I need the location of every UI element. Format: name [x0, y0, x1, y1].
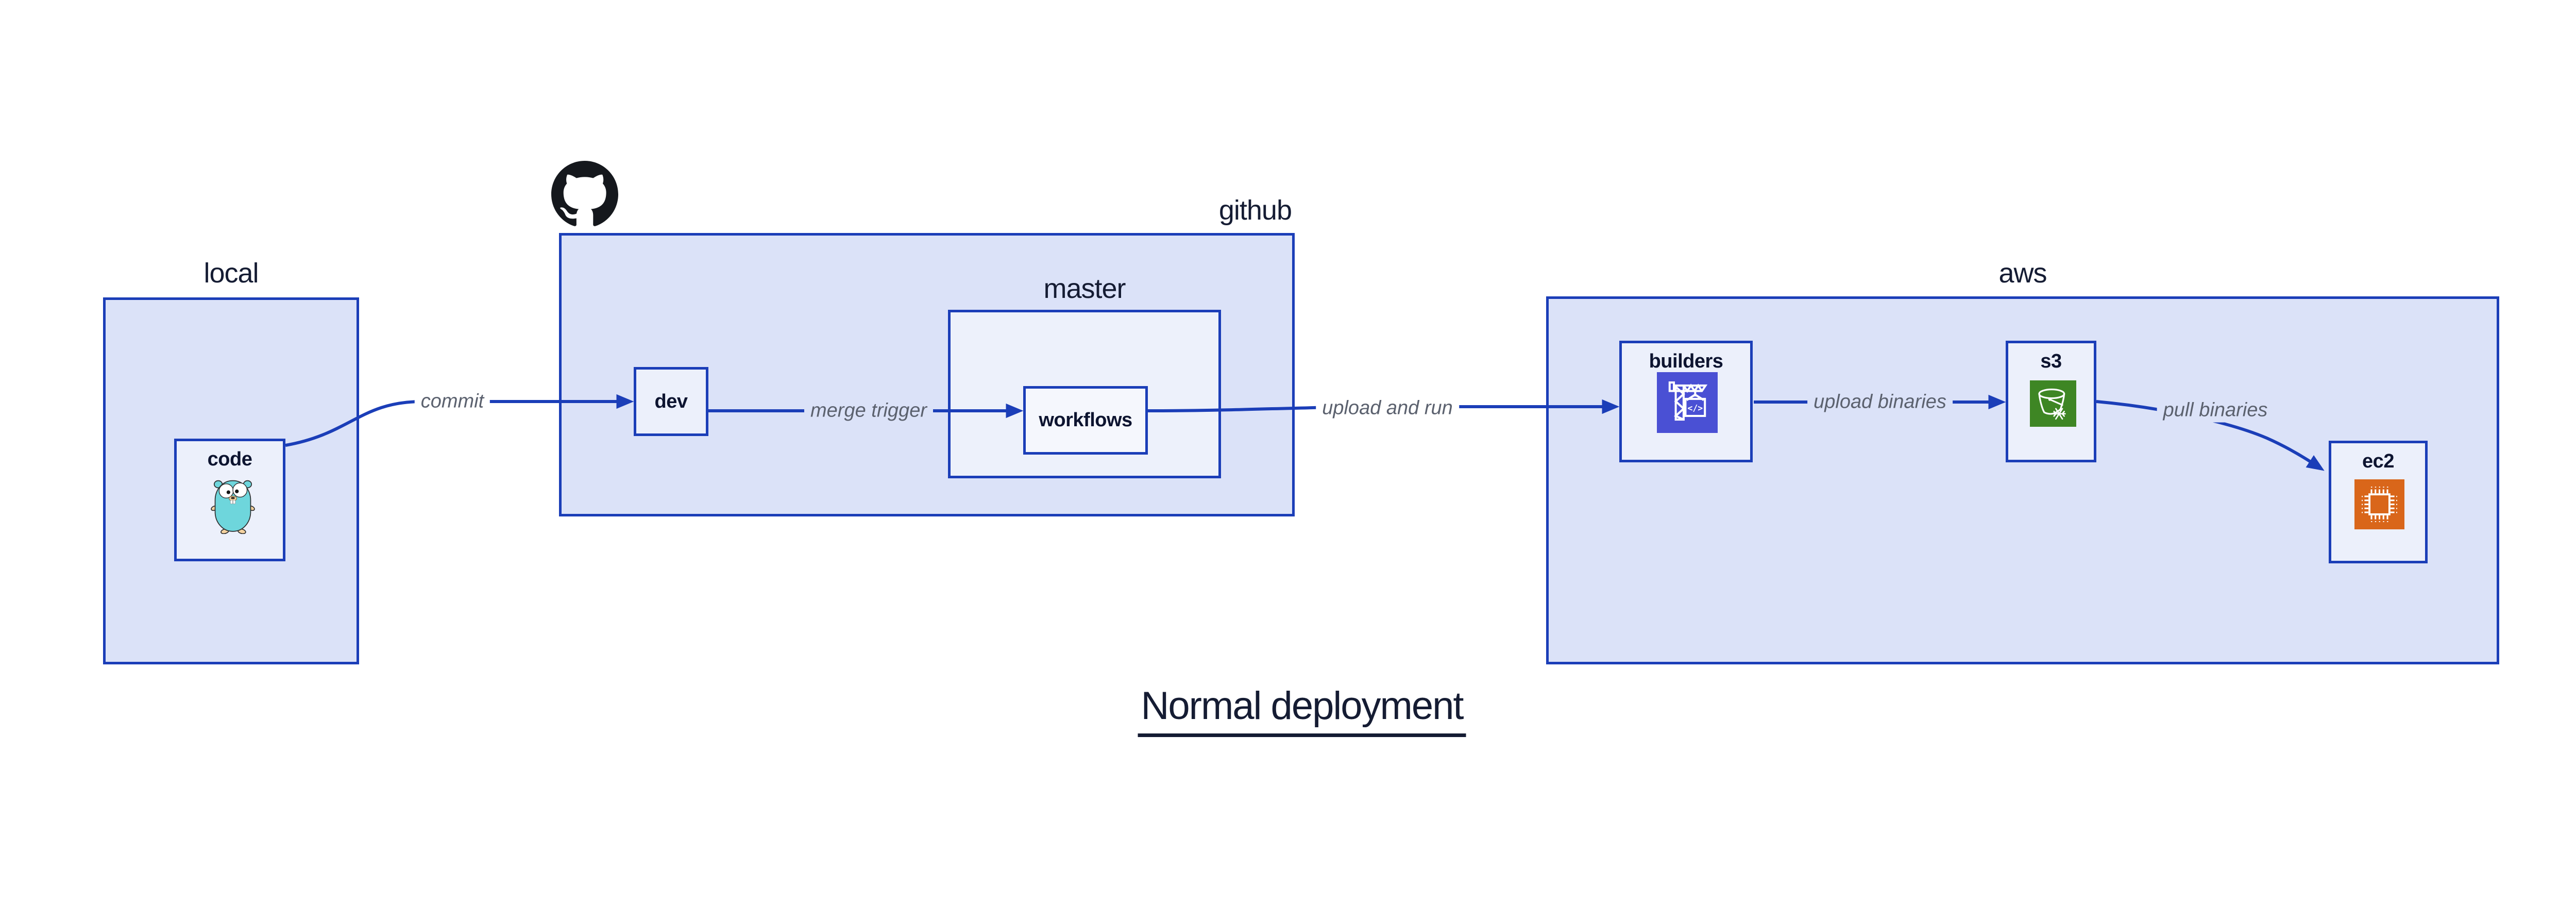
codebuild-crane-icon: </>	[1657, 372, 1718, 433]
ec2-chip-icon	[2354, 479, 2404, 529]
group-label-github: github	[1218, 195, 1292, 226]
edge-label-upload-and-run: upload and run	[1316, 396, 1459, 421]
node-builders: builders </>	[1619, 341, 1753, 462]
group-label-aws: aws	[1998, 258, 2047, 289]
group-label-local: local	[204, 258, 259, 289]
diagram-title: Normal deployment	[1138, 683, 1466, 737]
node-workflows: workflows	[1023, 386, 1148, 455]
node-dev: dev	[634, 367, 708, 436]
builders-icon-glyph: </>	[1687, 404, 1703, 413]
go-gopher-icon	[211, 480, 255, 534]
s3-bucket-snowflake-icon	[2030, 380, 2076, 427]
node-s3-label: s3	[2040, 350, 2062, 372]
node-code: code	[174, 439, 285, 561]
group-label-master: master	[1043, 273, 1126, 304]
node-dev-label: dev	[654, 390, 688, 412]
edge-label-commit: commit	[414, 389, 490, 414]
node-ec2: ec2	[2329, 441, 2428, 563]
node-code-label: code	[207, 448, 252, 470]
edge-label-merge-trigger: merge trigger	[804, 398, 933, 423]
edge-label-upload-binaries: upload binaries	[1807, 390, 1953, 414]
node-workflows-label: workflows	[1039, 409, 1132, 431]
node-ec2-label: ec2	[2362, 450, 2394, 472]
node-builders-label: builders	[1649, 350, 1723, 372]
node-s3: s3	[2006, 341, 2096, 462]
github-logo-icon	[551, 161, 618, 226]
edge-label-pull-binaries: pull binaries	[2157, 398, 2274, 423]
